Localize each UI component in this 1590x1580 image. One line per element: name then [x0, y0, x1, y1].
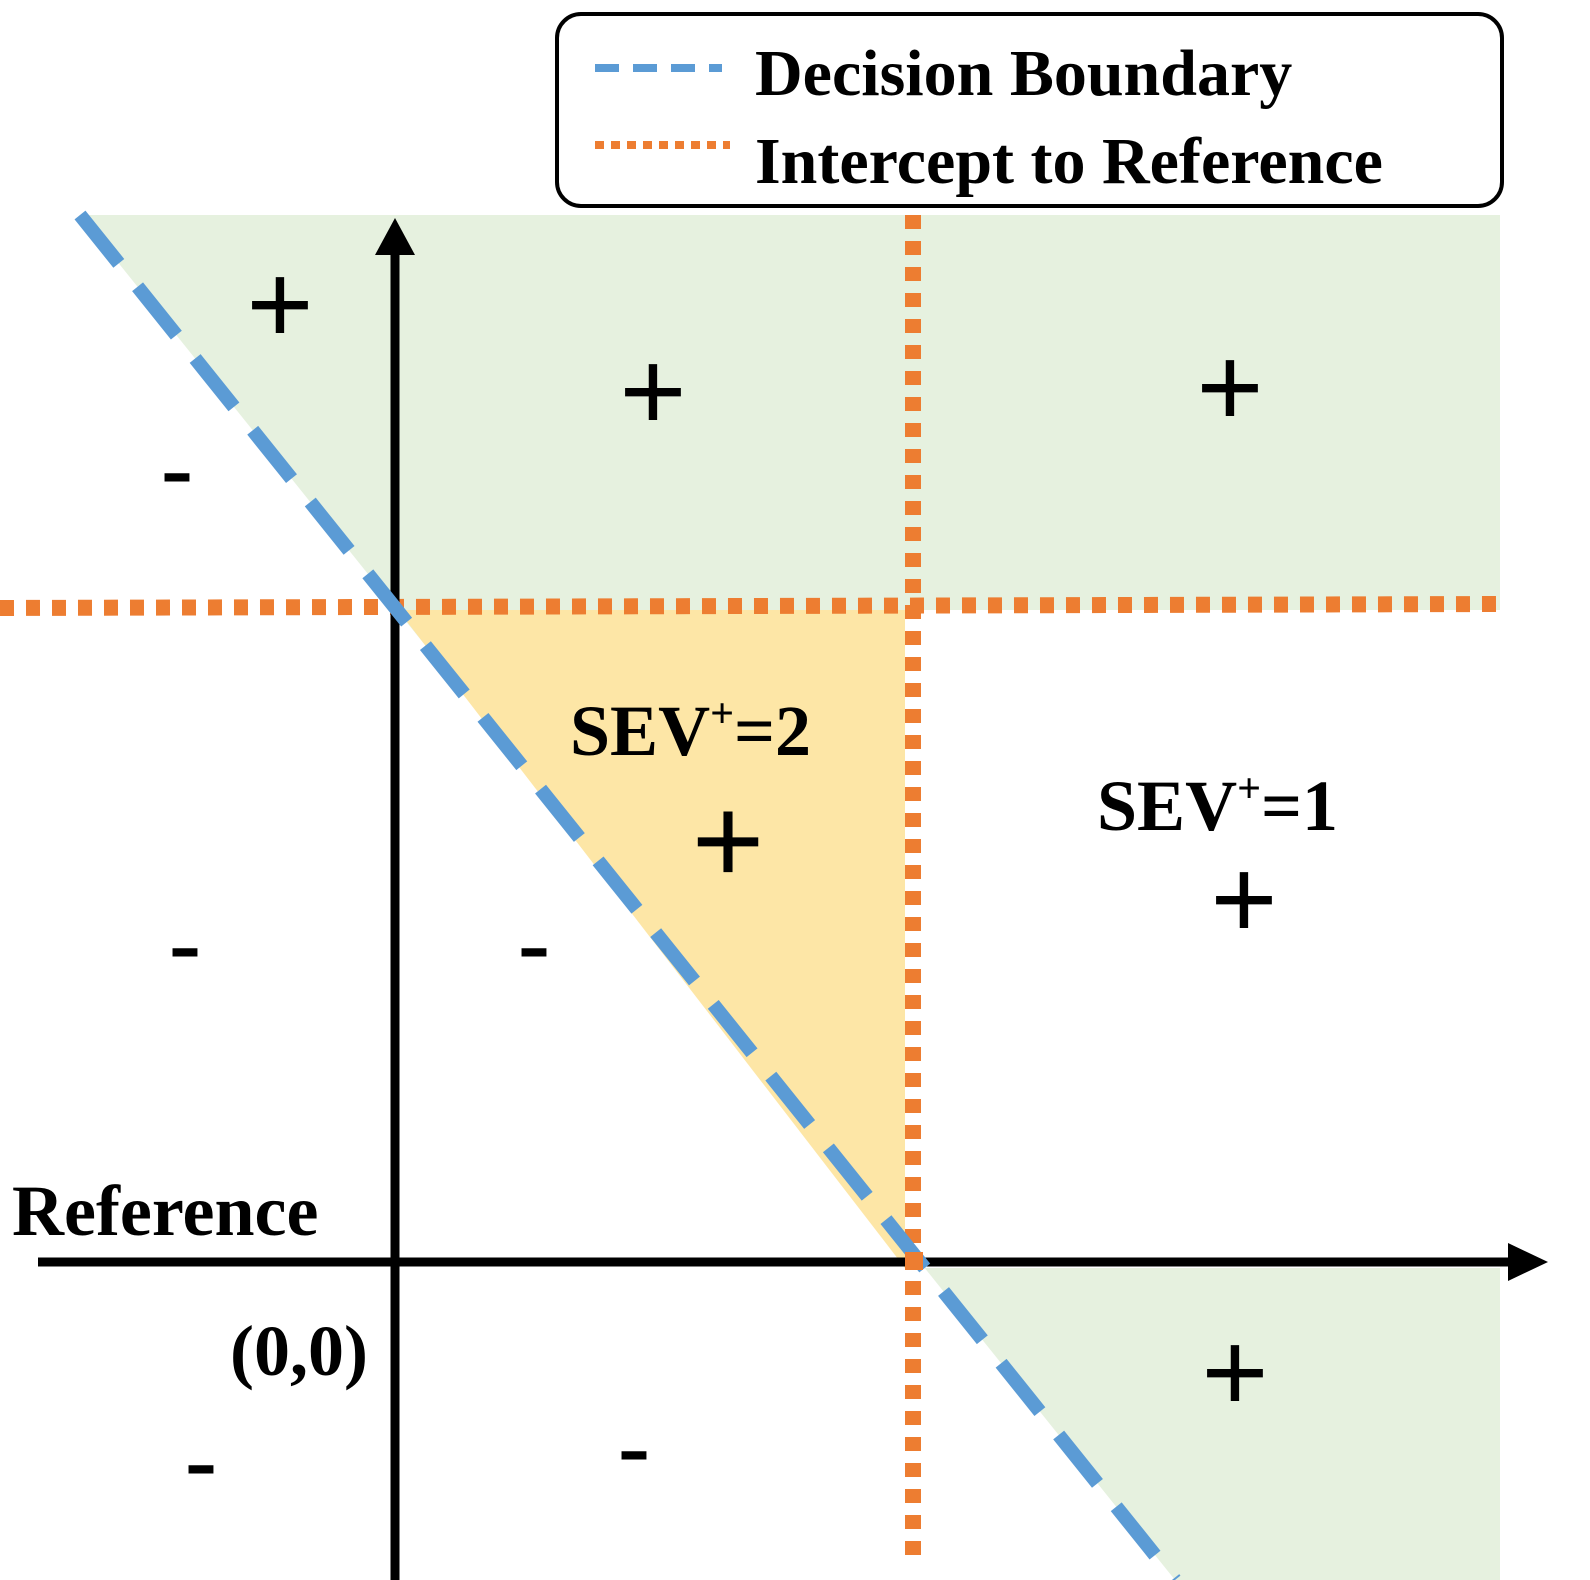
- minus-marker-middle-center: -: [518, 889, 550, 996]
- y-axis-arrowhead: [375, 218, 415, 255]
- plus-marker-top-middle: +: [619, 325, 687, 458]
- decision-boundary-line: [74, 210, 1181, 1580]
- minus-marker-upper-left: -: [161, 414, 193, 521]
- plus-marker-sev2: +: [691, 770, 765, 914]
- minus-marker-bottom-center: -: [618, 1392, 650, 1499]
- plus-marker-top-left: +: [246, 238, 314, 371]
- sev1-label-sup: +: [1237, 766, 1261, 812]
- sev1-label: SEV+=1: [1097, 766, 1338, 846]
- x-axis-arrowhead: [1508, 1243, 1548, 1281]
- minus-marker-middle-left: -: [169, 889, 201, 996]
- reference-label: Reference: [12, 1171, 318, 1251]
- legend-frame: [555, 12, 1504, 208]
- sev2-label-value: =2: [734, 691, 811, 771]
- plus-marker-sev1: +: [1210, 833, 1278, 966]
- origin-label: (0,0): [230, 1311, 368, 1391]
- sev2-region: [398, 610, 905, 1268]
- plus-marker-top-right: +: [1196, 321, 1264, 454]
- intercept-line-horizontal: [0, 596, 1501, 616]
- sev2-label-sup: +: [710, 691, 734, 737]
- legend-label-decision-boundary: Decision Boundary: [755, 37, 1292, 110]
- sev1-label-main: SEV: [1097, 766, 1237, 846]
- minus-marker-bottom-left: -: [185, 1406, 217, 1513]
- reference-intercept-point: [905, 1252, 923, 1270]
- legend: Decision Boundary Intercept to Reference: [555, 12, 1504, 208]
- sev1-label-value: =1: [1261, 766, 1338, 846]
- sev2-label: SEV+=2: [570, 691, 811, 771]
- legend-label-intercept: Intercept to Reference: [755, 125, 1383, 198]
- plus-marker-bottom-right: +: [1201, 1306, 1269, 1439]
- sev2-label-main: SEV: [570, 691, 710, 771]
